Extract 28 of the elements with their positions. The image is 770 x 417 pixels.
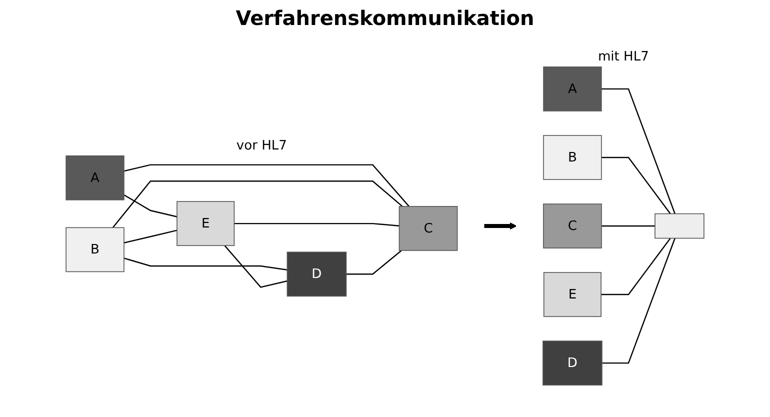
node-box: E — [543, 272, 602, 317]
arrow — [484, 222, 517, 230]
connector — [601, 238, 671, 296]
connector — [124, 230, 178, 244]
connector — [234, 222, 400, 226]
node-box: D — [542, 340, 602, 386]
node-text: vor HL7 — [236, 137, 287, 153]
connector — [602, 225, 655, 227]
node-box: D — [286, 252, 347, 297]
connector — [224, 245, 288, 288]
diagram-title: Verfahrenskommunikation — [236, 6, 534, 30]
node-box: C — [543, 204, 602, 248]
node-box: E — [176, 201, 235, 246]
node-text: mit HL7 — [598, 48, 649, 64]
connector — [112, 180, 403, 228]
node-box: B — [543, 135, 602, 180]
node-box — [654, 213, 704, 239]
connector — [124, 164, 410, 207]
connector — [602, 238, 676, 364]
connector — [124, 194, 178, 218]
connector — [601, 88, 676, 214]
node-box: C — [398, 206, 458, 251]
node-box: A — [543, 66, 602, 112]
connector — [124, 258, 288, 270]
node-box: A — [66, 155, 124, 200]
connector — [601, 156, 671, 214]
connector — [346, 250, 402, 275]
node-box: B — [66, 227, 124, 272]
